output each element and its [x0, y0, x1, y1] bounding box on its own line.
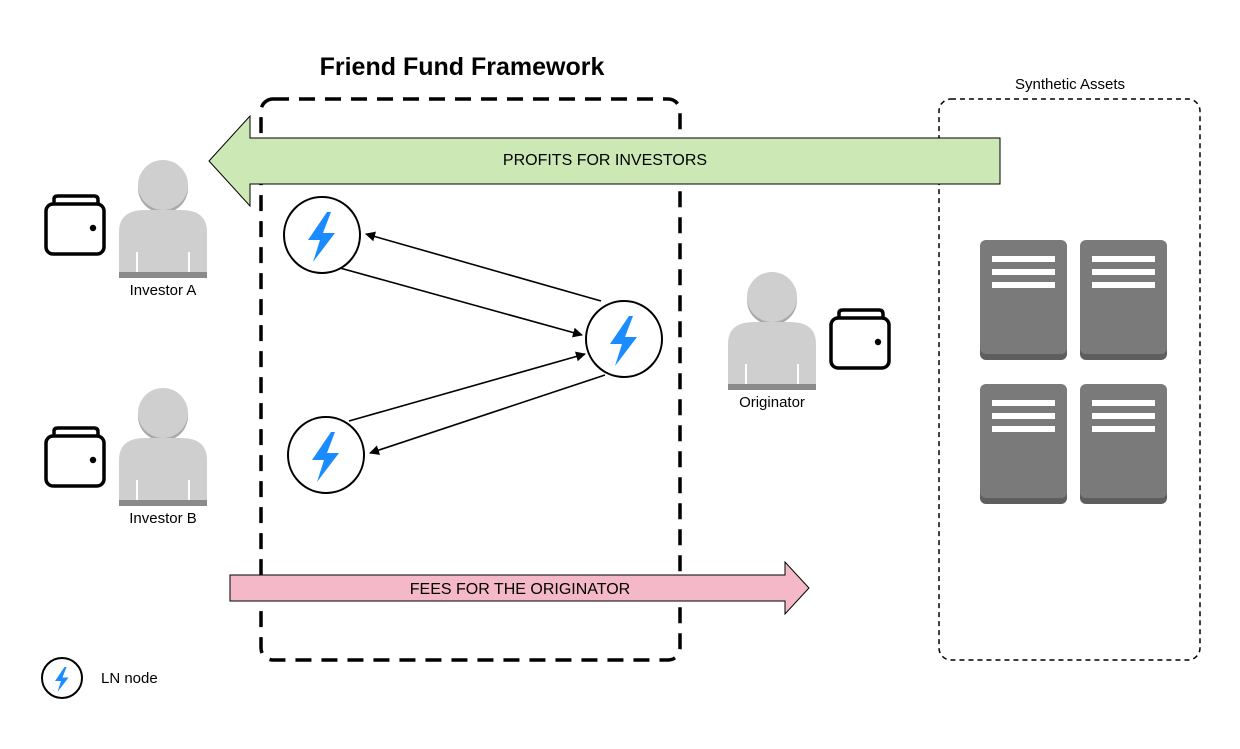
originator-person-icon: [728, 272, 816, 390]
investor-a-person-icon: [119, 160, 207, 278]
server-icon: [980, 384, 1067, 504]
channel-arrow-top-to-right: [339, 267, 583, 338]
investor-b-person-icon: [119, 388, 207, 506]
ln-node-bottom: [287, 416, 365, 494]
channel-arrow-right-to-bottom: [369, 374, 606, 455]
fees-label: FEES FOR THE ORIGINATOR: [410, 581, 630, 598]
ln-node-top: [283, 196, 361, 274]
investor-b-label: Investor B: [129, 510, 197, 527]
server-icon: [1080, 240, 1167, 360]
profits-label: PROFITS FOR INVESTORS: [503, 152, 707, 169]
server-icon: [1080, 384, 1167, 504]
ln-node-right: [585, 300, 663, 378]
originator-wallet-icon: [829, 308, 891, 370]
diagram-title: Friend Fund Framework: [320, 53, 605, 81]
synthetic-assets-label: Synthetic Assets: [1015, 76, 1125, 93]
channel-arrow-right-to-top: [365, 231, 602, 302]
fees-arrow: [229, 560, 810, 616]
investor-a-wallet-icon: [44, 194, 106, 256]
synthetic-assets-boundary: [938, 98, 1201, 661]
framework-boundary: [259, 97, 682, 662]
investor-b-wallet-icon: [44, 426, 106, 488]
investor-a-label: Investor A: [130, 282, 197, 299]
legend: LN node: [41, 657, 158, 699]
server-icon: [980, 240, 1067, 360]
profits-arrow: [208, 114, 1001, 208]
originator-label: Originator: [739, 394, 805, 411]
channel-arrow-bottom-to-right: [348, 351, 586, 422]
legend-label: LN node: [101, 670, 158, 687]
